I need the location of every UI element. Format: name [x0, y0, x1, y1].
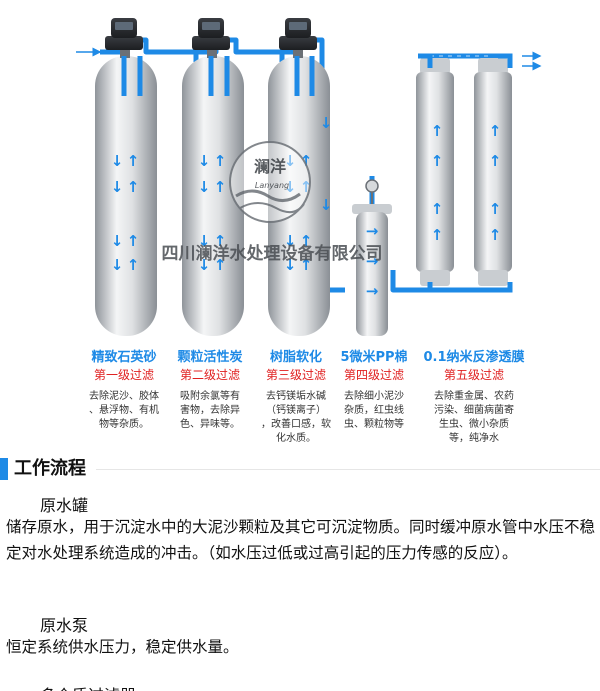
svg-text:Lanyang: Lanyang — [255, 181, 289, 190]
stage-5-title: 0.1纳米反渗透膜 — [423, 350, 525, 365]
outlet-arrows — [522, 51, 542, 71]
stage-1-level: 第一级过滤 — [93, 368, 154, 382]
svg-text:↓: ↓ — [198, 152, 211, 170]
section-accent-bar — [0, 458, 8, 480]
stage-1-desc: 去除泥沙、胶体、悬浮物、有机物等杂质。 — [89, 391, 159, 430]
svg-text:↑: ↑ — [489, 226, 502, 244]
svg-text:↑: ↑ — [431, 152, 444, 170]
item-raw-water-pump-title: 原水泵 — [40, 616, 89, 635]
ro-membrane-2 — [474, 58, 512, 286]
watermark-company: 四川澜洋水处理设备有限公司 — [162, 243, 383, 264]
item-raw-water-pump-text: 恒定系统供水压力，稳定供水量。 — [6, 638, 239, 656]
arrow-down-icon: ↓ — [111, 256, 124, 274]
svg-text:→: → — [366, 222, 379, 240]
stage-3-level: 第三级过滤 — [265, 368, 326, 382]
arrow-down-icon: ↓ — [111, 152, 124, 170]
svg-text:↓: ↓ — [284, 232, 297, 250]
svg-text:→: → — [366, 252, 379, 270]
item-raw-water-tank-title: 原水罐 — [40, 496, 89, 515]
svg-text:→: → — [366, 282, 379, 300]
stage-2-level: 第二级过滤 — [179, 368, 240, 382]
svg-text:↓: ↓ — [198, 232, 211, 250]
stage-4-desc: 去除细小泥沙杂质，红虫线虫、颗粒物等 — [344, 391, 404, 430]
tank-quartz-sand — [95, 18, 157, 336]
svg-text:↑: ↑ — [214, 152, 227, 170]
arrow-up-icon: ↑ — [127, 178, 140, 196]
svg-text:↑: ↑ — [214, 232, 227, 250]
tank-activated-carbon — [182, 18, 244, 336]
svg-text:↑: ↑ — [431, 226, 444, 244]
item-raw-water-tank-text: 储存原水，用于沉淀水中的大泥沙颗粒及其它可沉淀物质。同时缓冲原水管中水压不稳定对… — [6, 518, 596, 562]
item-multimedia-filter-title: 多介质过滤器 — [40, 682, 136, 691]
stage-3-title: 树脂软化 — [269, 350, 322, 365]
stage-4-level: 第四级过滤 — [343, 368, 404, 382]
stage-2-title: 颗粒活性炭 — [177, 350, 243, 365]
svg-text:↑: ↑ — [214, 256, 227, 274]
flow-arrows: ↓↑ ↓↑ ↓↑ ↓↑ ↓↑ ↓↑ ↓↑ ↓↑ ↓↑ ↓↑ ↓↑ ↓↑ ↓↓ →… — [111, 114, 502, 300]
svg-text:↑: ↑ — [214, 178, 227, 196]
svg-text:↑: ↑ — [431, 200, 444, 218]
pp-cotton-filter — [352, 179, 392, 336]
svg-text:↑: ↑ — [300, 256, 313, 274]
stage-4-title: 5微米PP棉 — [340, 350, 408, 365]
stage-5-desc: 去除重金属、农药污染、细菌病菌寄生虫、微小杂质等，纯净水 — [434, 391, 514, 444]
stage-2-desc: 吸附余氯等有害物，去除异色、异味等。 — [180, 391, 240, 430]
arrow-up-icon: ↑ — [127, 232, 140, 250]
svg-text:↑: ↑ — [300, 152, 313, 170]
svg-text:↑: ↑ — [489, 152, 502, 170]
section-title: 工作流程 — [14, 458, 86, 479]
svg-text:↓: ↓ — [284, 256, 297, 274]
arrow-up-icon: ↑ — [127, 152, 140, 170]
svg-text:↓: ↓ — [198, 256, 211, 274]
section-divider — [96, 469, 600, 470]
svg-text:↑: ↑ — [489, 200, 502, 218]
svg-text:↑: ↑ — [300, 232, 313, 250]
arrow-down-icon: ↓ — [111, 178, 124, 196]
stage-5-level: 第五级过滤 — [443, 368, 504, 382]
svg-text:↓: ↓ — [284, 152, 297, 170]
stage-1-title: 精致石英砂 — [91, 350, 157, 365]
svg-text:↓: ↓ — [320, 114, 333, 132]
ro-membrane-1 — [416, 58, 454, 286]
stage-3-desc: 去钙镁垢水碱（钙镁离子），改善口感，软化水质。 — [261, 391, 331, 444]
svg-text:↑: ↑ — [489, 122, 502, 140]
filtration-diagram: ↓↑ ↓↑ ↓↑ ↓↑ ↓↑ ↓↑ ↓↑ ↓↑ ↓↑ ↓↑ ↓↑ ↓↑ ↓↓ →… — [76, 18, 542, 336]
arrow-up-icon: ↑ — [127, 256, 140, 274]
svg-text:↑: ↑ — [431, 122, 444, 140]
svg-text:↓: ↓ — [320, 196, 333, 214]
svg-text:↓: ↓ — [198, 178, 211, 196]
svg-text:↓: ↓ — [284, 178, 297, 196]
svg-text:澜洋: 澜洋 — [254, 157, 286, 176]
arrow-down-icon: ↓ — [111, 232, 124, 250]
watermark-logo: 澜洋 Lanyang — [229, 141, 311, 223]
